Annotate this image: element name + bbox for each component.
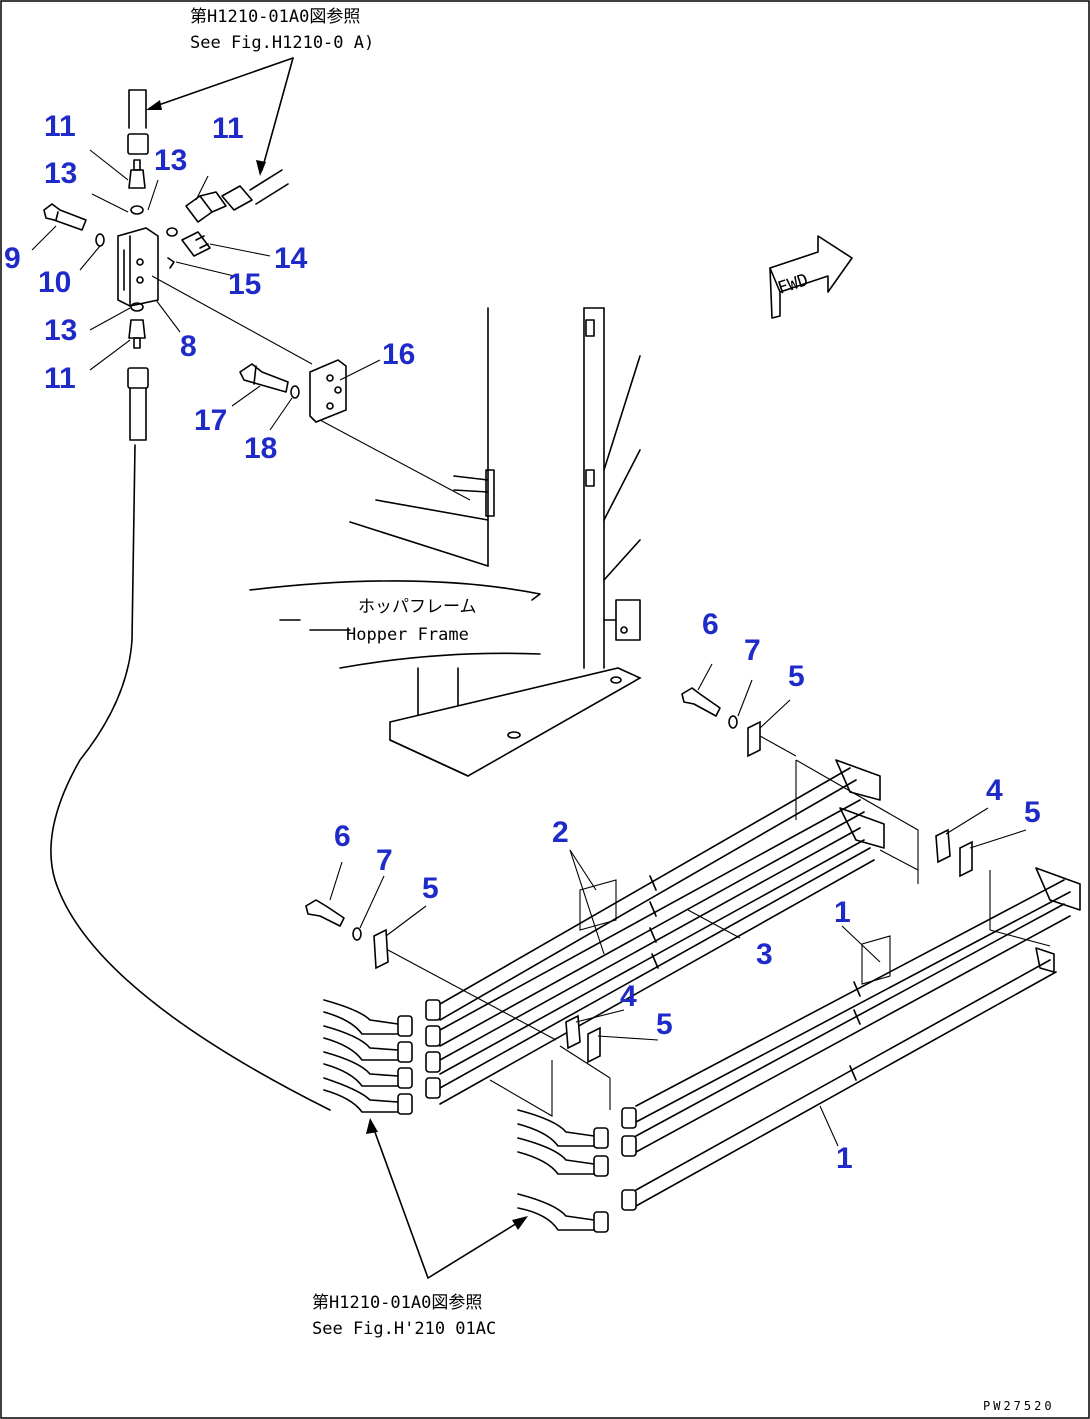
fwd-label: FWD [775, 270, 810, 299]
callout-4-right: 4 [986, 774, 1003, 807]
callout-14: 14 [274, 242, 308, 275]
top-reference-en: See Fig.H1210-0 A) [190, 33, 374, 53]
callout-3: 3 [756, 938, 773, 971]
callout-16: 16 [382, 338, 415, 371]
bracket-16 [151, 275, 471, 501]
callout-leaders [31, 149, 1027, 1147]
callout-13-left: 13 [44, 157, 77, 190]
callout-8: 8 [180, 330, 197, 363]
callout-11-top: 11 [44, 110, 76, 143]
bottom-reference-en: See Fig.H'210 01AC [312, 1319, 496, 1339]
valve-block-assembly [43, 89, 331, 1111]
callout-10: 10 [38, 266, 71, 299]
callout-5-middle: 5 [656, 1008, 673, 1041]
callout-2: 2 [552, 816, 569, 849]
callout-1-upper: 1 [834, 896, 851, 929]
hopper-frame-label-en: Hopper Frame [346, 625, 469, 645]
lower-tube-bundle [517, 867, 1081, 1233]
callout-5-right: 5 [1024, 796, 1041, 829]
upper-tube-bundle [323, 759, 919, 1117]
callout-6-upper: 6 [702, 608, 719, 641]
callout-1-lower: 1 [836, 1142, 853, 1175]
callout-4-middle: 4 [620, 980, 637, 1013]
callout-11-right: 11 [212, 112, 244, 145]
callout-5-lower: 5 [422, 872, 439, 905]
callout-7-upper: 7 [744, 634, 761, 667]
bottom-reference-jp: 第H1210-01A0図参照 [312, 1293, 482, 1313]
callout-13-right: 13 [154, 144, 187, 177]
callout-numbers: 11 13 13 11 9 10 14 15 13 8 11 16 17 18 … [4, 110, 1041, 1175]
top-reference-jp: 第H1210-01A0図参照 [190, 7, 360, 27]
drawing-number: PW27520 [983, 1399, 1055, 1413]
callout-15: 15 [228, 268, 261, 301]
forward-arrow: FWD [769, 235, 853, 319]
callout-6-lower: 6 [334, 820, 351, 853]
top-reference-arrows [146, 57, 294, 176]
callout-18: 18 [244, 432, 277, 465]
hopper-frame: ホッパフレーム Hopper Frame [249, 307, 642, 777]
callout-7-lower: 7 [376, 844, 393, 877]
bottom-reference-arrows [366, 1118, 528, 1279]
hopper-frame-label-jp: ホッパフレーム [358, 597, 477, 617]
callout-11-lower: 11 [44, 362, 76, 395]
callout-5-upper: 5 [788, 660, 805, 693]
callout-17: 17 [194, 404, 227, 437]
callout-13-lower: 13 [44, 314, 77, 347]
clamp-hardware [305, 687, 973, 1064]
callout-9: 9 [4, 242, 21, 275]
